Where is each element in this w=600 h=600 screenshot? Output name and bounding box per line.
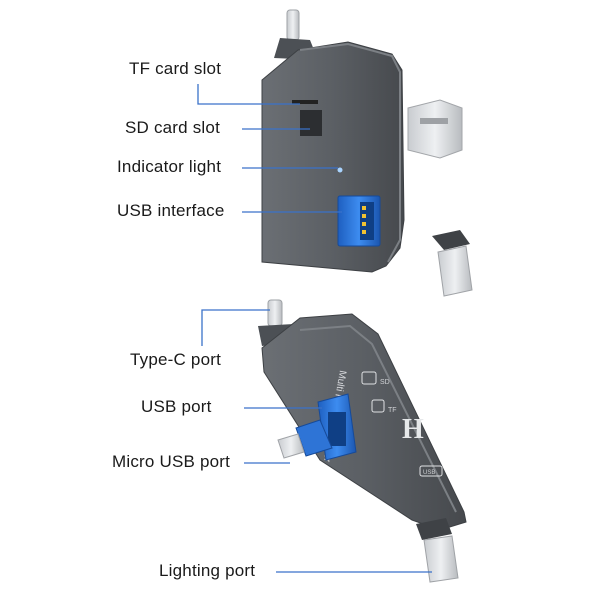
usb-pin-3	[362, 222, 366, 226]
bottom-body-edge	[299, 324, 457, 513]
bottom-device: Multi Funtion Reader H SD TF USB	[258, 299, 467, 583]
top-lightning-plug	[437, 245, 473, 297]
usb-marking: USB	[423, 470, 435, 476]
label-micro-usb-port: Micro USB port	[112, 452, 231, 471]
sd-marking: SD	[380, 379, 390, 386]
top-body-edge	[299, 42, 401, 263]
top-device-body	[261, 41, 405, 273]
top-device	[261, 9, 473, 297]
label-tf-card-slot: TF card slot	[129, 59, 222, 78]
micro-usb-tip	[277, 433, 305, 459]
bottom-type-c-plug	[267, 299, 283, 327]
leader-lines	[197, 84, 432, 573]
label-usb-port: USB port	[141, 397, 212, 416]
label-type-c-port: Type-C port	[130, 350, 222, 369]
top-micro-usb-slot	[420, 118, 448, 124]
tf-marking-box	[371, 399, 385, 413]
usb-marking-box	[419, 465, 443, 477]
label-sd-card-slot: SD card slot	[125, 118, 220, 137]
usb-pin-4	[362, 230, 366, 234]
sd-marking-box	[361, 371, 377, 385]
sd-slot-graphic	[300, 110, 322, 136]
leader-type-c	[201, 309, 270, 346]
usb-pin-2	[362, 214, 366, 218]
device-logo: H	[402, 414, 424, 445]
bottom-lightning-neck	[416, 518, 452, 540]
leader-tf	[197, 84, 300, 105]
top-lightning-neck	[432, 230, 470, 250]
label-lighting-port: Lighting port	[159, 561, 256, 580]
usb-pin-1	[362, 206, 366, 210]
top-micro-usb-plug	[407, 99, 463, 159]
bottom-lightning-plug	[423, 535, 459, 583]
top-type-c-plug	[286, 9, 300, 41]
label-indicator-light: Indicator light	[117, 157, 222, 176]
indicator-light-graphic	[337, 167, 343, 173]
tf-marking: TF	[388, 407, 397, 414]
label-usb-interface: USB interface	[117, 201, 225, 220]
tf-slot-graphic	[292, 100, 318, 104]
bottom-usb-tongue	[328, 412, 346, 446]
bottom-device-body	[261, 313, 467, 531]
